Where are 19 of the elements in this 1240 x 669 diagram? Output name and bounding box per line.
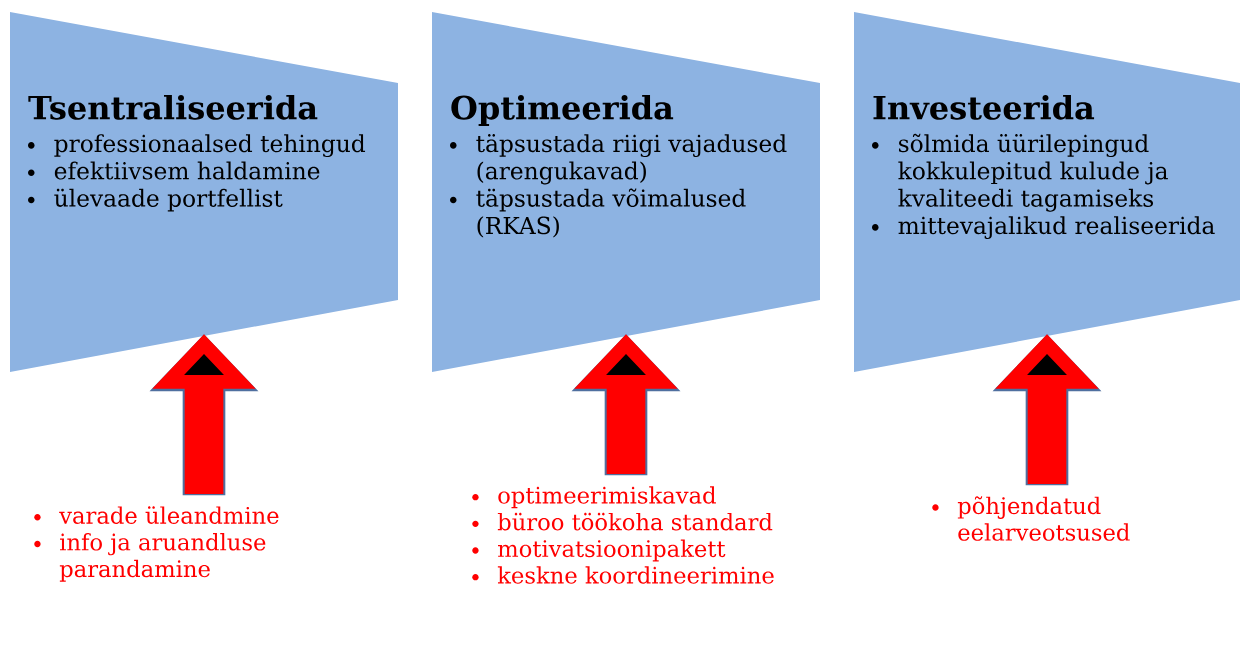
- list-item: motivatsioonipakett: [472, 539, 726, 562]
- list-item: varade üleandmine: [34, 506, 279, 524]
- list-item: büroo töökoha standard: [472, 512, 773, 531]
- list-item: mittevajalikud realiseerida: [872, 216, 1215, 240]
- list-item: täpsustada võimalused (RKAS): [450, 188, 746, 238]
- list-item: keskne koordineerimine: [472, 566, 774, 584]
- heading: Optimeerida: [451, 94, 674, 126]
- funnel-shape: [10, 12, 398, 372]
- heading: Tsentraliseerida: [28, 94, 318, 120]
- funnel-shape: [432, 12, 820, 372]
- heading: Investeerida: [873, 94, 1095, 120]
- list-item: täpsustada riigi vajadused (arengukavad): [450, 134, 787, 185]
- list-item: põhjendatud eelarveotsused: [932, 496, 1130, 541]
- funnel-shape: [854, 12, 1240, 372]
- list-item: efektiivsem haldamine: [28, 161, 320, 180]
- list-item: ülevaade portfellist: [28, 188, 283, 212]
- list-item: info ja aruandluse parandamine: [34, 533, 266, 582]
- list-item: professionaalsed tehingud: [28, 134, 366, 158]
- list-item: optimeerimiskavad: [472, 486, 716, 509]
